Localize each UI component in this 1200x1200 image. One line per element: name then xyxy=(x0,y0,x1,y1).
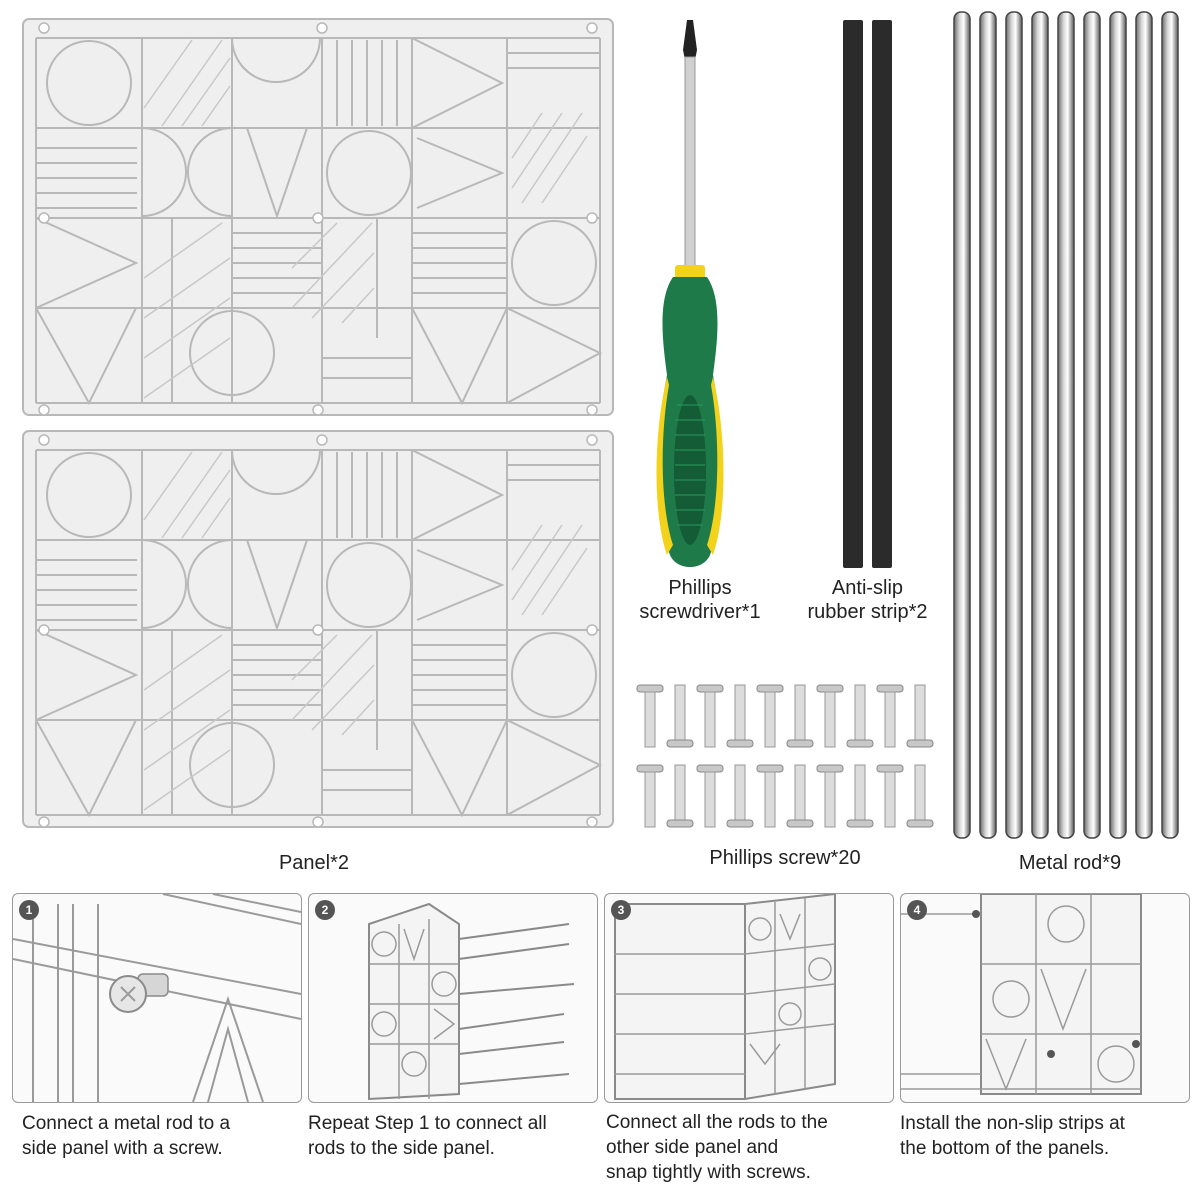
step-4-caption: Install the non-slip strips at the botto… xyxy=(900,1111,1195,1161)
rubber-strip-right xyxy=(872,20,892,568)
step-2-badge: 2 xyxy=(315,900,335,920)
screwdriver-label: Phillips screwdriver*1 xyxy=(615,576,785,624)
panel-bottom xyxy=(22,430,614,828)
step-3-caption-line-1: Connect all the rods to the xyxy=(606,1112,828,1133)
screwdriver-icon xyxy=(656,20,724,567)
rubber-strip-label-line-1: Anti-slip xyxy=(831,577,904,599)
step-1-caption: Connect a metal rod to a side panel with… xyxy=(22,1111,302,1161)
screws-group xyxy=(636,684,934,828)
step-2-caption-line-2: rods to the side panel. xyxy=(308,1138,495,1159)
step-2-illustration: 2 xyxy=(308,893,598,1103)
step-3-caption: Connect all the rods to the other side p… xyxy=(606,1110,896,1185)
step-1-badge: 1 xyxy=(19,900,39,920)
step-4-illustration: 4 xyxy=(900,893,1190,1103)
step-4-caption-line-2: the bottom of the panels. xyxy=(900,1138,1110,1159)
screw-label: Phillips screw*20 xyxy=(709,847,861,869)
step-4-caption-line-1: Install the non-slip strips at xyxy=(900,1113,1125,1134)
metal-rods xyxy=(953,11,1179,839)
step-2-caption: Repeat Step 1 to connect all rods to the… xyxy=(308,1111,598,1161)
step-3-caption-line-3: snap tightly with screws. xyxy=(606,1162,811,1183)
step-3-badge: 3 xyxy=(611,900,631,920)
rod-label: Metal rod*9 xyxy=(1018,852,1122,874)
screwdriver-label-line-1: Phillips xyxy=(668,577,732,599)
step-1-caption-line-1: Connect a metal rod to a xyxy=(22,1113,231,1134)
screwdriver-label-line-2: screwdriver*1 xyxy=(639,601,761,623)
step-3-illustration: 3 xyxy=(604,893,894,1103)
rubber-strip-left xyxy=(843,20,863,568)
step-3-caption-line-2: other side panel and xyxy=(606,1137,779,1158)
rubber-strip-label: Anti-slip rubber strip*2 xyxy=(785,576,950,624)
step-4-badge: 4 xyxy=(907,900,927,920)
step-1-illustration: 1 xyxy=(12,893,302,1103)
panel-label: Panel*2 xyxy=(278,852,350,874)
rubber-strip-label-line-2: rubber strip*2 xyxy=(807,601,928,623)
step-1-caption-line-2: side panel with a screw. xyxy=(22,1138,223,1159)
panel-top xyxy=(22,18,614,416)
step-2-caption-line-1: Repeat Step 1 to connect all xyxy=(308,1113,547,1134)
